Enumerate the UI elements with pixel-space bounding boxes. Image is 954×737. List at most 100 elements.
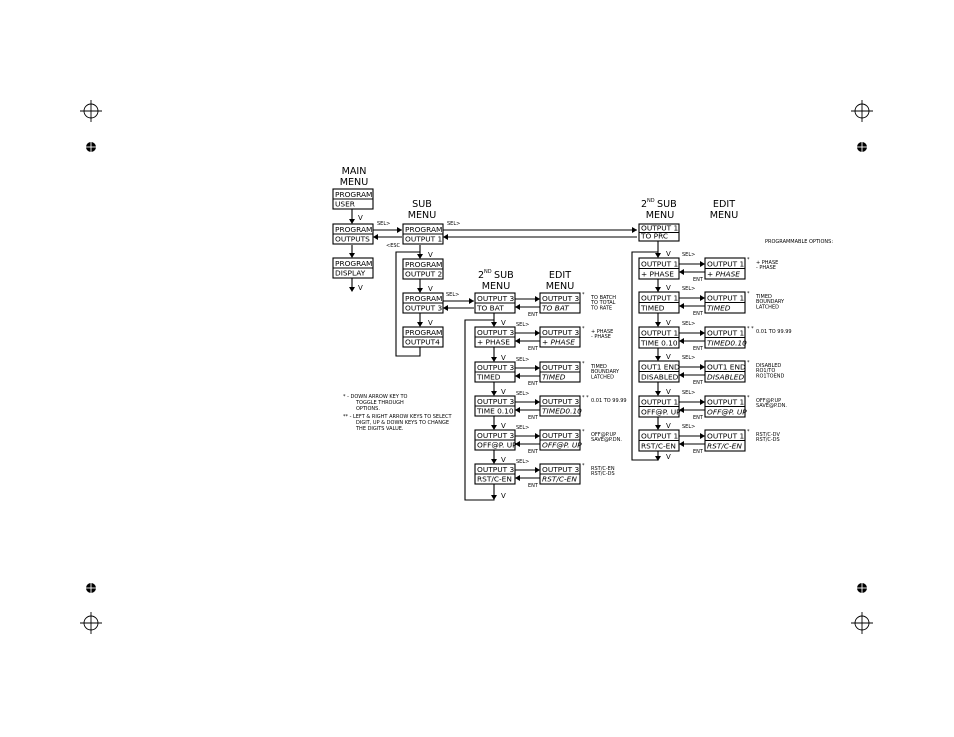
edit-left-item-3-line2: TIMED bbox=[542, 373, 566, 382]
sub2-left-item-2-line2: + PHASE bbox=[477, 338, 510, 347]
right-v-1: V bbox=[666, 250, 671, 258]
sub2-right-item-6-line2: OFF@P. UP bbox=[641, 408, 681, 417]
main-arrow-3 bbox=[349, 287, 355, 292]
registration-marks bbox=[80, 100, 873, 634]
header-edit-right-line2: MENU bbox=[710, 210, 739, 221]
right-option-4-1: DISABLED bbox=[756, 363, 781, 369]
right-option-2-3: LATCHED bbox=[756, 304, 779, 310]
right-sel-label-5: SEL> bbox=[682, 390, 695, 396]
edit-left-item-4-line1: OUTPUT 3 bbox=[542, 397, 579, 406]
sub2-left-item-5-line1: OUTPUT 3 bbox=[477, 431, 514, 440]
header-sub2-right-line2: MENU bbox=[646, 210, 675, 221]
edit-left-item-3-line1: OUTPUT 3 bbox=[542, 363, 579, 372]
right-ent-arrow-5 bbox=[679, 407, 684, 413]
sel-main-to-sub: SEL> bbox=[377, 221, 390, 227]
edit-left-item-4-line2: TIMED0.10 bbox=[542, 407, 582, 416]
left-v-4: V bbox=[501, 422, 506, 430]
sub2-left-item-6-line2: RST/C-EN bbox=[477, 475, 512, 484]
right-down-arrow-1 bbox=[655, 253, 661, 258]
right-ent-arrow-1 bbox=[679, 269, 684, 275]
headers: MAIN MENU SUB MENU 2 ND SUB MENU EDIT ME… bbox=[340, 166, 834, 292]
sub2-right-item-5-line1: OUT1 END bbox=[641, 363, 680, 372]
left-ent-label-3: ENT bbox=[528, 381, 539, 387]
sub2-left-item-4-line2: TIME 0.10 bbox=[476, 407, 514, 416]
edit-right-item-1: OUTPUT 1+ PHASE bbox=[704, 257, 746, 280]
edit-right-item-4-line2: DISABLED bbox=[707, 373, 744, 382]
right-sel-arrow-2 bbox=[700, 295, 705, 301]
right-ent-arrow-3 bbox=[679, 338, 684, 344]
right-v-end: V bbox=[666, 453, 671, 461]
left-option-3-1: TIMED bbox=[590, 364, 607, 370]
main-arrow-2 bbox=[349, 253, 355, 258]
edit-right-item-2-line2: TIMED bbox=[707, 304, 731, 313]
legend-1-line-2: TOGGLE THROUGH bbox=[355, 400, 404, 406]
sub2-left-item-1-line1: OUTPUT 3 bbox=[477, 294, 514, 303]
legend-2-line-3: THE DIGITS VALUE. bbox=[355, 426, 404, 432]
header-sub2-right-num: 2 bbox=[641, 199, 647, 210]
edit-right-item-1-line1: OUTPUT 1 bbox=[707, 260, 744, 269]
header-sub-line1: SUB bbox=[412, 199, 432, 210]
main-menu-item-2-line2: OUTPUTS bbox=[335, 235, 370, 244]
right-sel-label-4: SEL> bbox=[682, 355, 695, 361]
sub2-right-item-1: OUTPUT 1TO PRC bbox=[638, 223, 680, 242]
left-down-arrow-1 bbox=[491, 322, 497, 327]
sub2-left-item-1: OUTPUT 3TO BAT bbox=[474, 292, 516, 314]
left-down-arrow-3 bbox=[491, 391, 497, 396]
sub2-right-item-5-line2: DISABLED bbox=[641, 373, 679, 382]
left-sel-arrow-2 bbox=[535, 330, 540, 336]
right-v-2: V bbox=[666, 284, 671, 292]
left-v-2: V bbox=[501, 354, 506, 362]
left-sel-arrow-4 bbox=[535, 399, 540, 405]
right-ent-arrow-2 bbox=[679, 303, 684, 309]
edit-right-item-3-line1: OUTPUT 1 bbox=[707, 329, 744, 338]
left-option-1-1: TO BATCH bbox=[590, 295, 616, 301]
right-option-1-1: + PHASE bbox=[756, 260, 778, 266]
left-ent-label-4: ENT bbox=[528, 415, 539, 421]
sub-menu-item-4-line1: PROGRAM bbox=[405, 328, 442, 337]
left-star-6: * bbox=[582, 463, 585, 469]
right-v-6: V bbox=[666, 422, 671, 430]
header-sub2-right-sup: ND bbox=[647, 198, 655, 204]
header-main-line2: MENU bbox=[340, 177, 369, 188]
sub2-right-item-4-line2: TIME 0.10 bbox=[640, 339, 678, 348]
right-ent-label-3: ENT bbox=[693, 346, 704, 352]
right-sel-arrow-4 bbox=[700, 364, 705, 370]
sub2-right-item-1-line1: OUTPUT 1 bbox=[641, 224, 678, 233]
right-option-6-2: RST/C-DS bbox=[756, 437, 780, 443]
right-ent-label-6: ENT bbox=[693, 449, 704, 455]
edit-right-item-2-line1: OUTPUT 1 bbox=[707, 294, 744, 303]
right-sel-label-3: SEL> bbox=[682, 321, 695, 327]
sub-arrow-2 bbox=[417, 288, 423, 293]
main-menu-item-3-line2: DISPLAY bbox=[335, 269, 366, 278]
edit-left-item-5-line1: OUTPUT 3 bbox=[542, 431, 579, 440]
main-to-sub-arrow bbox=[397, 227, 402, 233]
right-option-3-1: 0.01 TO 99.99 bbox=[756, 329, 792, 335]
left-down-arrow-end bbox=[491, 495, 497, 500]
sub-menu-item-2-line2: OUTPUT 2 bbox=[405, 270, 442, 279]
right-option-4-2: RO1/TO bbox=[756, 368, 775, 374]
left-down-arrow-2 bbox=[491, 357, 497, 362]
edit-left-item-6-line1: OUTPUT 3 bbox=[542, 465, 579, 474]
sub-v-3: V bbox=[428, 319, 433, 327]
left-option-2-2: - PHASE bbox=[591, 334, 611, 340]
left-option-2-1: + PHASE bbox=[591, 329, 613, 335]
left-v-3: V bbox=[501, 388, 506, 396]
left-option-1-2: TO TOTAL bbox=[590, 300, 616, 306]
right-down-arrow-2 bbox=[655, 287, 661, 292]
sub2-left-item-5-line2: OFF@P. UP bbox=[477, 441, 517, 450]
header-sub2-left-line1: SUB bbox=[494, 270, 514, 281]
main-menu-item-1-line1: PROGRAM bbox=[335, 190, 372, 199]
right-star-6: * bbox=[747, 429, 750, 435]
main-arrow-1 bbox=[349, 219, 355, 224]
left-v-end: V bbox=[501, 492, 506, 500]
sub2-right-item-2-line2: + PHASE bbox=[641, 270, 674, 279]
right-option-4-3: RO1TOEND bbox=[756, 373, 784, 379]
